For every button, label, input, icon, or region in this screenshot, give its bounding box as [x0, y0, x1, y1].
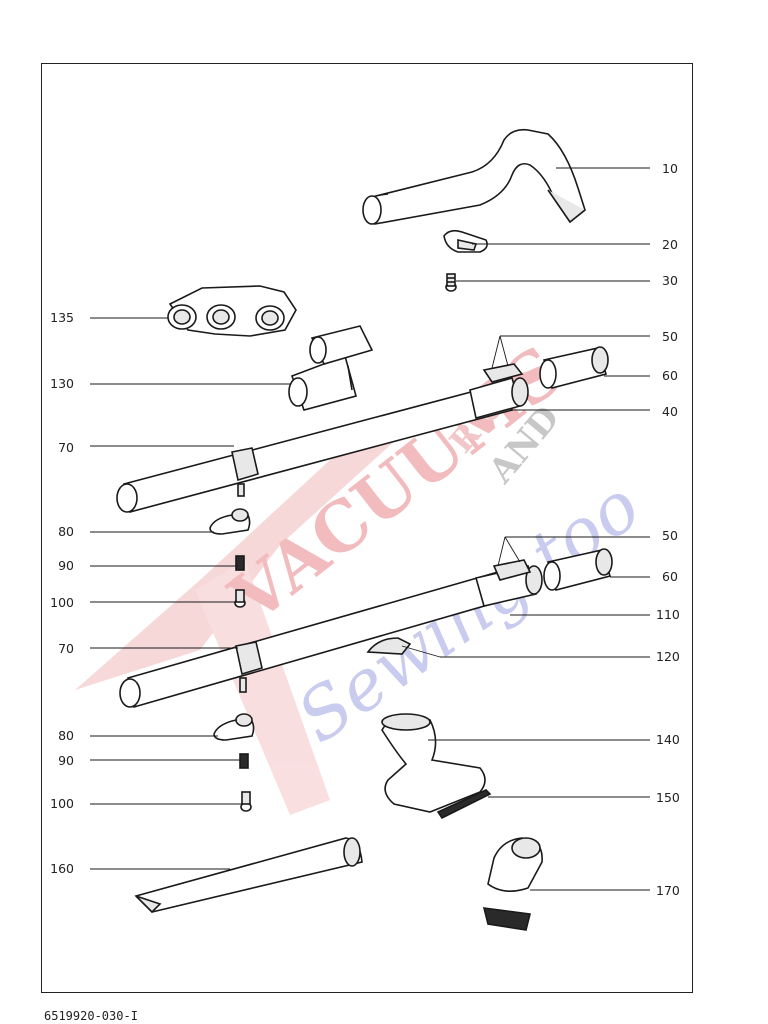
- callout-120: 120: [656, 649, 680, 664]
- callout-80-lower: 80: [58, 728, 74, 743]
- part-100-upper-screw: [234, 589, 246, 608]
- callout-10: 10: [662, 161, 678, 176]
- part-80-lower-lever: [213, 713, 255, 741]
- callout-110: 110: [656, 607, 680, 622]
- callout-20: 20: [662, 237, 678, 252]
- part-60-lower-sleeve: [543, 548, 613, 591]
- part-135-holder: [167, 285, 297, 337]
- part-120-button: [366, 637, 412, 655]
- callout-60-lower: 60: [662, 569, 678, 584]
- diagram-frame: [41, 63, 693, 993]
- callout-170: 170: [656, 883, 680, 898]
- callout-60-upper: 60: [662, 368, 678, 383]
- part-90-lower-spring: [239, 753, 249, 769]
- part-10-handle: [362, 128, 586, 225]
- leader-lines: [90, 167, 650, 891]
- callout-90-lower: 90: [58, 753, 74, 768]
- watermark-red-chevron: [75, 400, 440, 690]
- callout-135: 135: [50, 310, 74, 325]
- part-110-lower-tube: [119, 565, 543, 709]
- callout-70-lower: 70: [58, 641, 74, 656]
- part-50-upper-latch: [482, 363, 524, 383]
- part-70-upper-collar: [237, 483, 245, 497]
- part-80-upper-lever: [209, 508, 251, 535]
- part-100-lower-screw: [240, 791, 252, 812]
- callout-30: 30: [662, 273, 678, 288]
- callout-80-upper: 80: [58, 524, 74, 539]
- part-130-collar: [288, 325, 374, 411]
- part-170-dusting-brush: [482, 837, 543, 931]
- part-20-clip: [443, 229, 488, 253]
- callout-90-upper: 90: [58, 558, 74, 573]
- callout-100-lower: 100: [50, 796, 74, 811]
- callout-70-upper: 70: [58, 440, 74, 455]
- part-90-upper-spring: [235, 555, 245, 571]
- callout-100-upper: 100: [50, 595, 74, 610]
- callout-150: 150: [656, 790, 680, 805]
- part-60-upper-sleeve: [539, 346, 609, 389]
- document-id: 6519920-030-I: [44, 1009, 138, 1023]
- callout-160: 160: [50, 861, 74, 876]
- callout-130: 130: [50, 376, 74, 391]
- part-140-upholstery-nozzle: [381, 713, 486, 813]
- part-50-lower-latch: [492, 559, 532, 581]
- callout-50-lower: 50: [662, 528, 678, 543]
- part-40-upper-tube: [116, 377, 529, 513]
- part-160-crevice-tool: [134, 837, 363, 914]
- part-70-lower-collar: [239, 677, 247, 693]
- callout-50-upper: 50: [662, 329, 678, 344]
- callout-140: 140: [656, 732, 680, 747]
- callout-40: 40: [662, 404, 678, 419]
- part-30-screw: [445, 273, 457, 292]
- part-150-brush-strip: [436, 789, 492, 820]
